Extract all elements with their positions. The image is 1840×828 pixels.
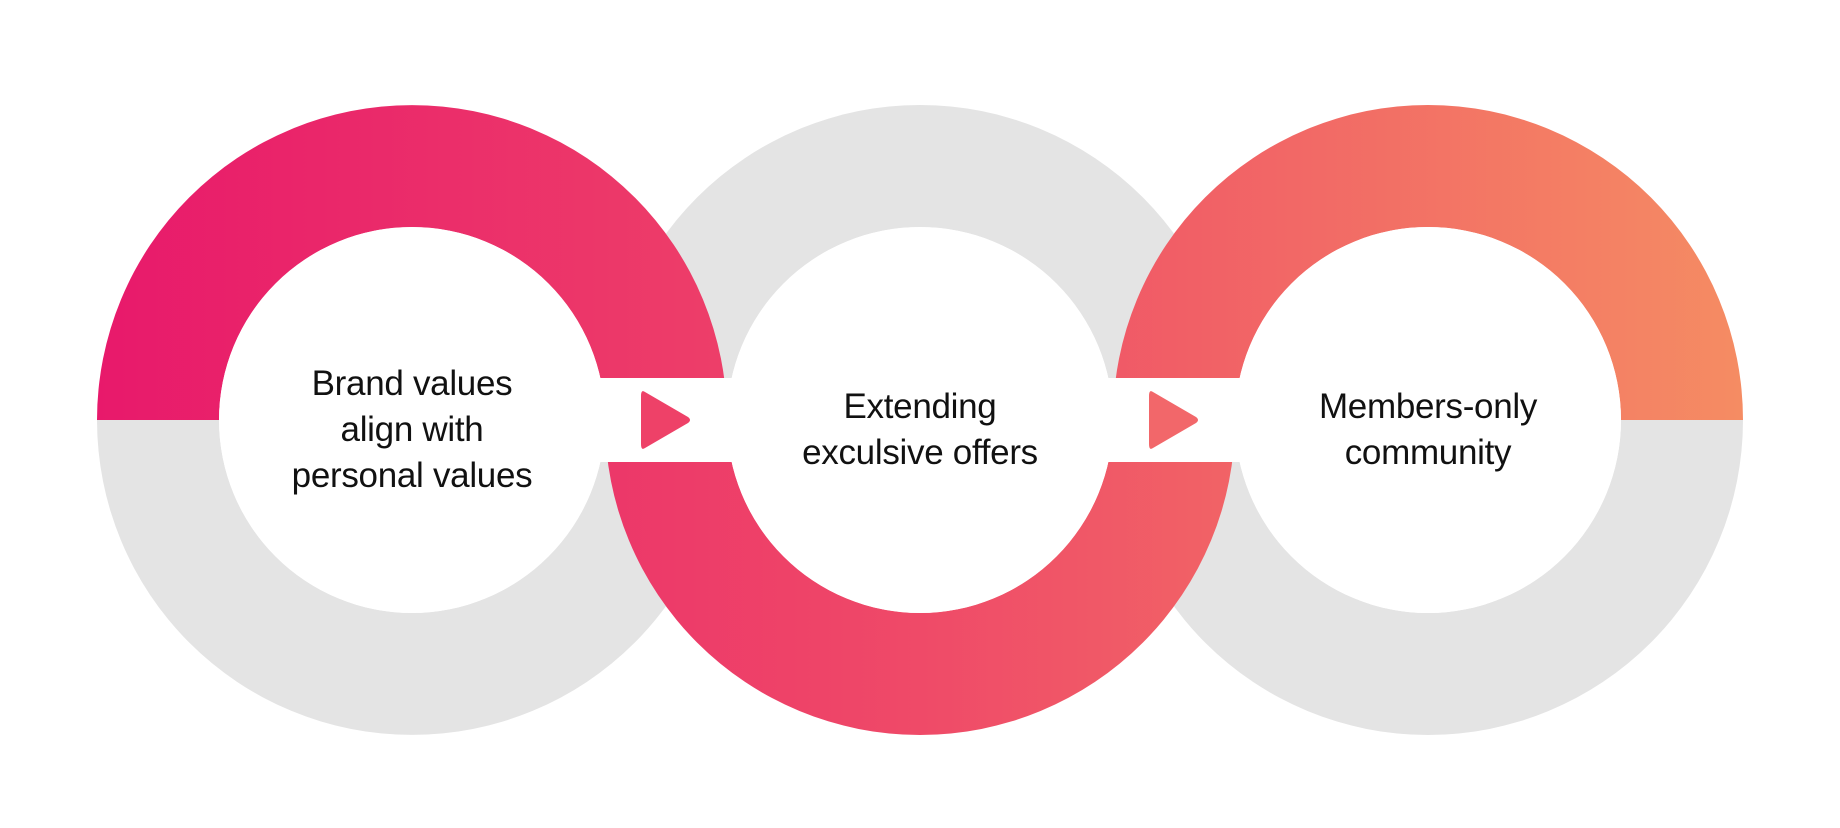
connector-band <box>585 378 1255 462</box>
ring-3-inactive-half <box>1113 420 1743 735</box>
play-triangle-icon <box>641 391 690 449</box>
ring-1-inactive-half <box>97 420 727 735</box>
step-label-line: Extending <box>843 387 997 426</box>
step-3-label: Members-only community <box>1248 384 1608 476</box>
step-2-label: Extending exculsive offers <box>740 384 1100 476</box>
ring-2-highlight-half <box>605 420 1235 735</box>
ring-1-center <box>219 227 605 613</box>
step-label-line: community <box>1344 433 1512 472</box>
ring-2-inactive-half <box>605 105 1235 420</box>
step-label-line: Members-only <box>1318 387 1538 426</box>
ring-1-highlight-half <box>97 105 727 420</box>
step-label-line: align with <box>340 410 484 449</box>
ring-3-center <box>1235 227 1621 613</box>
step-label-line: exculsive offers <box>802 433 1038 472</box>
step-label-line: personal values <box>291 456 533 495</box>
step-label-line: Brand values <box>311 364 513 403</box>
ring-3-highlight-half <box>1113 105 1743 420</box>
play-triangle-icon <box>1149 391 1198 449</box>
step-1-label: Brand values align with personal values <box>232 361 592 499</box>
